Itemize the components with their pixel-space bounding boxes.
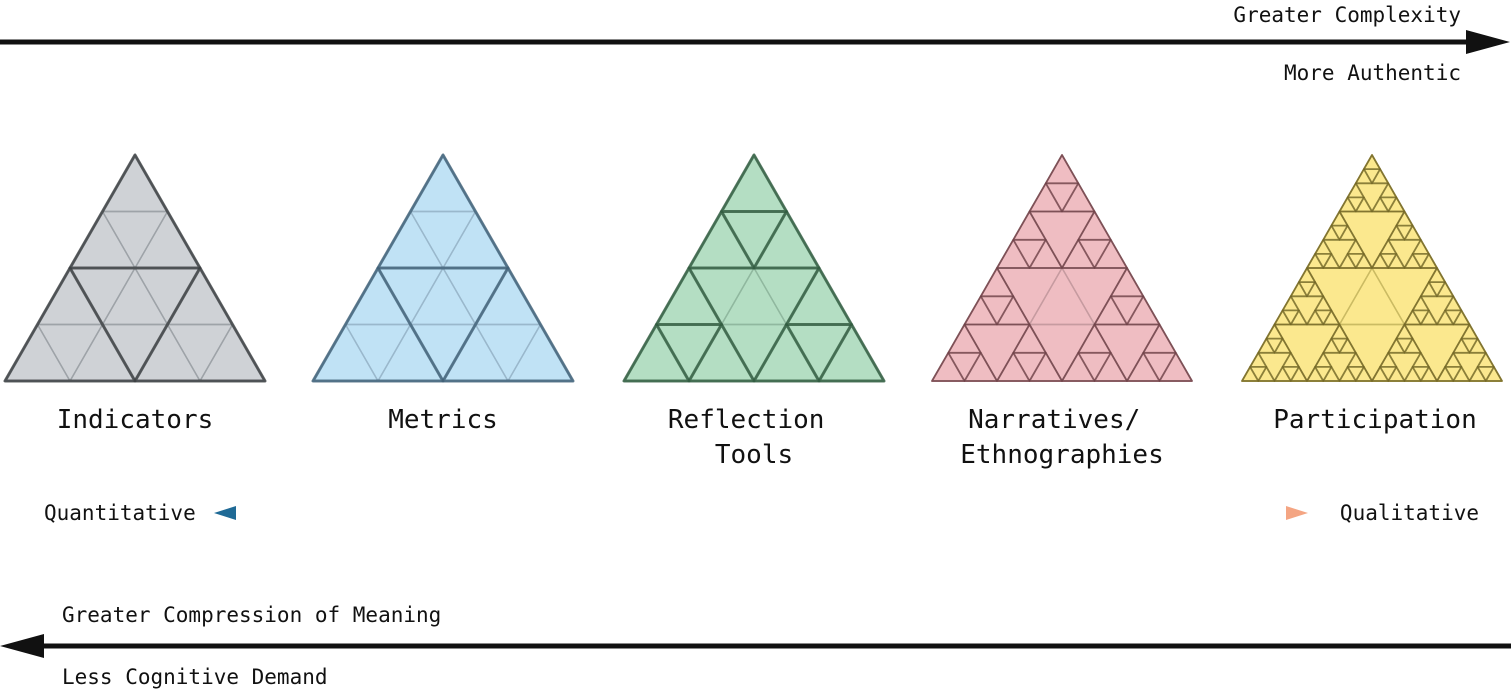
- top-axis: Greater Complexity More Authentic: [0, 3, 1510, 85]
- bottom-axis-arrowhead: [0, 634, 44, 658]
- spectrum-arrow-right: [1286, 506, 1308, 520]
- triangle-metrics: [311, 153, 575, 383]
- bottom-axis-label-above: Greater Compression of Meaning: [62, 603, 441, 627]
- bottom-axis: Greater Compression of Meaning Less Cogn…: [0, 603, 1511, 689]
- triangle-label-reflection-tools: Reflection Tools: [668, 405, 840, 470]
- triangle-label-participation: Participation: [1273, 405, 1477, 435]
- top-axis-label-below: More Authentic: [1284, 61, 1461, 85]
- triangle-indicators: [3, 153, 267, 383]
- triangle-participation: [1241, 154, 1503, 382]
- triangle-label-indicators: Indicators: [57, 405, 214, 435]
- spectrum-axis: Quantitative Qualitative: [44, 501, 1479, 525]
- top-axis-label-above: Greater Complexity: [1233, 3, 1461, 27]
- top-axis-arrowhead: [1466, 30, 1510, 54]
- triangle-reflection-tools: [622, 153, 886, 383]
- triangle-narratives-ethnographies: [931, 154, 1193, 382]
- triangle-label-metrics: Metrics: [388, 405, 498, 435]
- triangle-label-narratives-ethnographies: Narratives/ Ethnographies: [960, 405, 1164, 470]
- bottom-axis-label-below: Less Cognitive Demand: [62, 665, 328, 689]
- spectrum-arrow-left: [214, 506, 236, 520]
- spectrum-label-quantitative: Quantitative: [44, 501, 196, 525]
- spectrum-label-qualitative: Qualitative: [1340, 501, 1479, 525]
